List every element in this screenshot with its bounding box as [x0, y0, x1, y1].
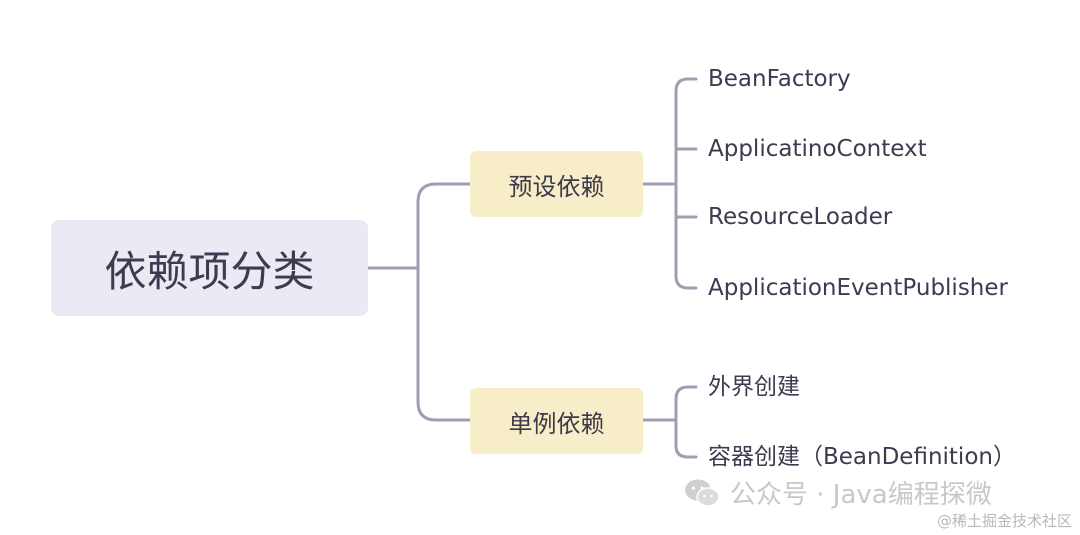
- leaf-node[interactable]: ApplicatinoContext: [708, 136, 927, 162]
- leaf-node[interactable]: 容器创建（BeanDefinition）: [708, 444, 1016, 470]
- leaf-node[interactable]: ResourceLoader: [708, 204, 893, 230]
- branch-node-preset-deps[interactable]: 预设依赖: [470, 151, 643, 217]
- leaf-node[interactable]: 外界创建: [708, 374, 800, 400]
- wechat-icon: [685, 479, 720, 507]
- branch-node-singleton-deps[interactable]: 单例依赖: [470, 388, 643, 454]
- root-label: 依赖项分类: [104, 246, 315, 296]
- leaf-node[interactable]: ApplicationEventPublisher: [708, 275, 1008, 301]
- leaf-node[interactable]: BeanFactory: [708, 66, 851, 92]
- branch-label: 预设依赖: [508, 172, 605, 201]
- watermark: 公众号 · Java编程探微: [684, 474, 992, 511]
- watermark-text: 公众号 · Java编程探微: [730, 480, 992, 510]
- site-credit: @稀土掘金技术社区: [936, 512, 1072, 530]
- branch-label: 单例依赖: [508, 409, 605, 438]
- root-node[interactable]: 依赖项分类: [51, 220, 368, 316]
